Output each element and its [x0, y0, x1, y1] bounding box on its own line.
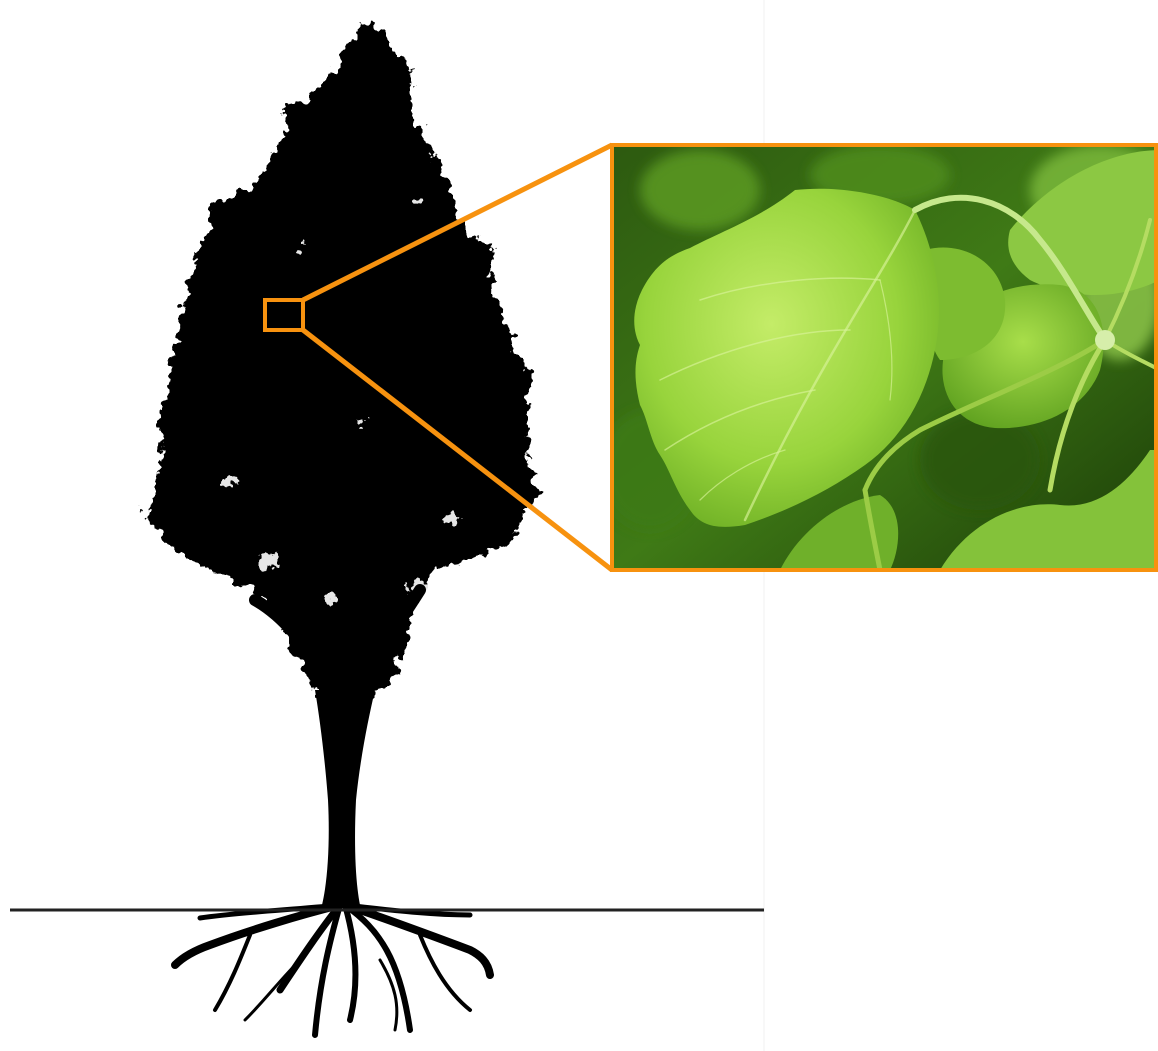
tree-trunk [315, 690, 375, 905]
leaf-icon [600, 145, 1158, 570]
tree-roots [175, 905, 490, 1035]
stem-node [1095, 330, 1115, 350]
tree-icon [145, 22, 537, 1035]
